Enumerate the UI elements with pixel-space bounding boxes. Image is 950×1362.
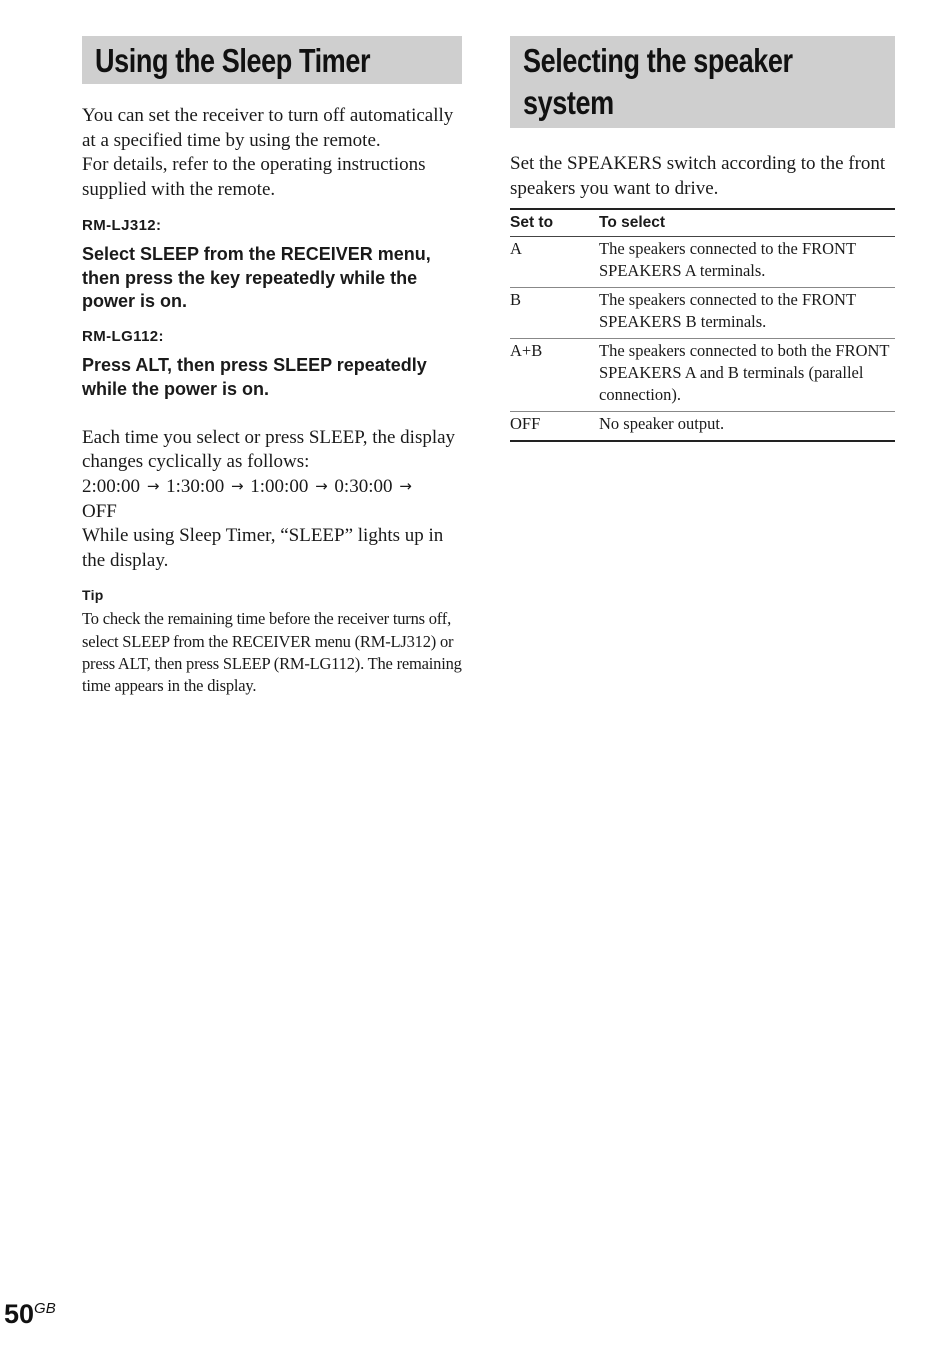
display-cycle-description: Each time you select or press SLEEP, the… (82, 426, 456, 571)
arrow-right-icon: → (315, 477, 328, 496)
cycle-step: 1:30:00 (166, 476, 225, 498)
sleep-timer-heading: Using the Sleep Timer (82, 36, 462, 84)
instruction-rm-lg112: Press ALT, then press SLEEP repeatedly w… (82, 355, 427, 399)
sleep-timer-intro: You can set the receiver to turn off aut… (82, 105, 454, 200)
arrow-right-icon: → (146, 477, 160, 496)
speaker-system-intro: Set the SPEAKERS switch according to the… (510, 153, 886, 199)
column-header-to-select: To select (599, 209, 895, 238)
speaker-settings-table: Set to To select A The speakers connecte… (510, 208, 895, 443)
sleep-indicator-note: While using Sleep Timer, “SLEEP” lights … (82, 525, 444, 571)
left-column: Using the Sleep Timer You can set the re… (82, 36, 462, 697)
table-row: A The speakers connected to the FRONT SP… (510, 237, 895, 288)
tip-label: Tip (82, 587, 104, 604)
setting-value: A+B (510, 338, 599, 412)
setting-description: The speakers connected to the FRONT SPEA… (599, 239, 856, 281)
setting-description: No speaker output. (599, 411, 895, 442)
setting-description: The speakers connected to the FRONT SPEA… (599, 287, 895, 339)
cycle-step: 1:00:00 (250, 476, 309, 498)
setting-description: The speakers connected to both the FRONT… (599, 338, 895, 412)
cycle-step: OFF (82, 500, 117, 522)
cycle-step: 0:30:00 (334, 476, 393, 498)
table-header-row: Set to To select (510, 209, 895, 238)
page-number: 50GB (4, 1299, 56, 1329)
column-header-set-to: Set to (510, 209, 599, 238)
table-row: B The speakers connected to the FRONT SP… (510, 287, 895, 339)
arrow-right-icon: → (230, 477, 244, 496)
model-label-rm-lj312: RM-LJ312: (82, 217, 162, 235)
table-row: A+B The speakers connected to both the F… (510, 338, 895, 412)
setting-value: B (510, 287, 599, 339)
table-row: OFF No speaker output. (510, 411, 895, 442)
setting-value: A (510, 239, 522, 259)
page-suffix: GB (34, 1300, 56, 1317)
model-label-rm-lg112: RM-LG112: (82, 328, 164, 346)
instruction-rm-lj312: Select SLEEP from the RECEIVER menu, the… (82, 244, 431, 311)
tip-text: To check the remaining time before the r… (82, 609, 462, 696)
setting-value: OFF (510, 411, 599, 442)
cycle-step: 2:00:00 (82, 476, 141, 498)
arrow-right-icon: → (399, 477, 412, 496)
